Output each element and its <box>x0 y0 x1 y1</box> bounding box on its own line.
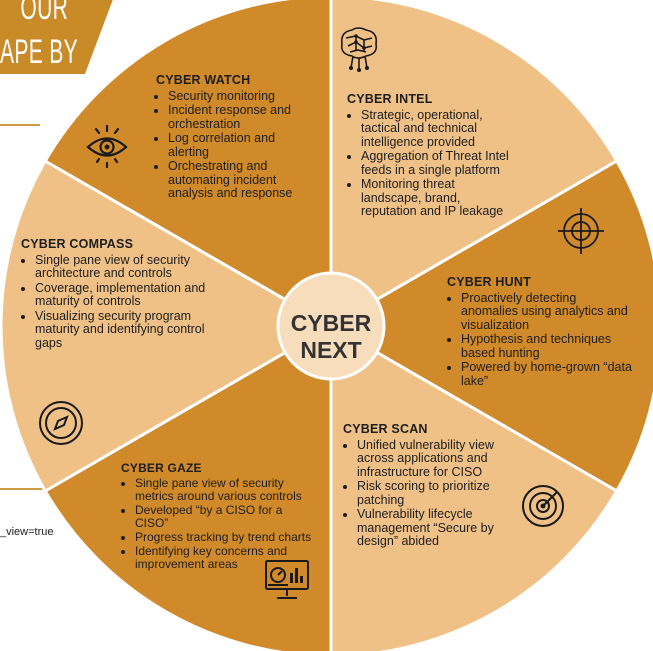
list-item: Powered by home-grown “data lake” <box>461 360 632 388</box>
center-label: CYBER NEXT <box>281 310 381 364</box>
url-fragment: _view=true <box>0 526 54 538</box>
list-item: Identifying key concerns and improvement… <box>135 545 316 571</box>
list-item: Vulnerability lifecycle management “Secu… <box>357 507 515 549</box>
dashboard-monitor-icon <box>265 560 309 599</box>
segment-cyber-hunt: CYBER HUNT Proactively detecting anomali… <box>447 275 632 389</box>
list-item: Strategic, operational, tactical and tec… <box>361 108 517 150</box>
slice-cyber-gaze <box>43 323 333 651</box>
radar-icon <box>522 485 564 527</box>
list-item: Unified vulnerability view across applic… <box>357 438 515 480</box>
list-item: Visualizing security program maturity an… <box>35 309 211 351</box>
list-item: Developed “by a CISO for a CISO” <box>135 504 316 530</box>
center-label-line-2: NEXT <box>300 337 362 363</box>
segment-cyber-scan: CYBER SCAN Unified vulnerability view ac… <box>343 422 515 550</box>
list-item: Progress tracking by trend charts <box>135 531 316 544</box>
slice-cyber-compass <box>0 158 335 494</box>
segment-cyber-compass: CYBER COMPASS Single pane view of securi… <box>21 237 211 351</box>
list-item: Hypothesis and techniques based hunting <box>461 332 632 360</box>
segment-cyber-watch: CYBER WATCH Security monitoring Incident… <box>142 73 312 202</box>
slice-cyber-scan <box>329 323 619 651</box>
list-item: Risk scoring to prioritize patching <box>357 479 515 507</box>
list-item: Proactively detecting anomalies using an… <box>461 291 632 333</box>
list-item: Security monitoring <box>168 89 312 104</box>
list-item: Aggregation of Threat Intel feeds in a s… <box>361 149 517 177</box>
center-label-line-1: CYBER <box>290 310 372 336</box>
segment-title: CYBER GAZE <box>121 461 202 475</box>
segment-cyber-intel: CYBER INTEL Strategic, operational, tact… <box>347 92 517 220</box>
list-item: Single pane view of security architectur… <box>35 253 211 281</box>
brain-network-icon <box>340 27 378 72</box>
slice-cyber-hunt <box>328 158 653 494</box>
list-item: Log correlation and alerting <box>168 131 312 159</box>
crosshair-icon <box>558 208 604 254</box>
segment-title: CYBER COMPASS <box>21 237 134 251</box>
segment-cyber-gaze: CYBER GAZE Single pane view of security … <box>121 462 316 572</box>
divider-line-bottom <box>0 488 44 490</box>
list-item: Orchestrating and automating incident an… <box>168 159 312 201</box>
list-item: Single pane view of security metrics aro… <box>135 477 316 503</box>
list-item: Monitoring threat landscape, brand, repu… <box>361 177 517 219</box>
center-hub <box>276 271 386 381</box>
banner-line-1: OUR <box>20 0 69 27</box>
segment-title: CYBER WATCH <box>156 73 251 87</box>
segment-title: CYBER HUNT <box>447 275 531 289</box>
list-item: Coverage, implementation and maturity of… <box>35 281 211 309</box>
compass-icon <box>39 401 83 445</box>
segment-title: CYBER SCAN <box>343 422 428 436</box>
slice-cyber-intel <box>329 0 619 329</box>
eye-icon <box>86 124 128 168</box>
divider-line-top <box>0 124 40 126</box>
segment-title: CYBER INTEL <box>347 92 433 106</box>
list-item: Incident response and orchestration <box>168 103 312 131</box>
banner-line-2: APE BY <box>0 33 79 71</box>
slice-cyber-watch <box>43 0 333 329</box>
banner-title: OUR APE BY <box>0 0 79 74</box>
